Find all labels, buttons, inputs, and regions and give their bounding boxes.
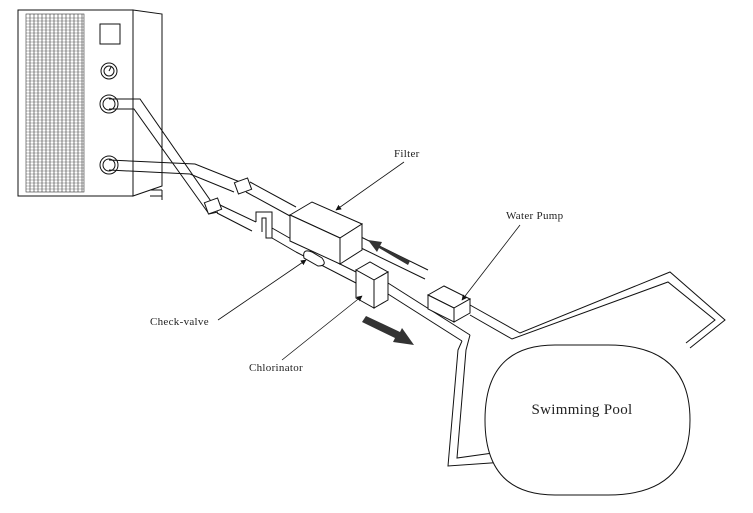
pool-pipes bbox=[447, 271, 726, 467]
heat-pump-display bbox=[99, 23, 121, 45]
water-inlet-connector bbox=[99, 155, 119, 175]
flow-arrows bbox=[362, 240, 414, 345]
swimming-pool: Swimming Pool bbox=[484, 344, 691, 496]
unit-pipes bbox=[108, 98, 253, 215]
filter bbox=[288, 201, 364, 265]
water-pump-label: Water Pump bbox=[506, 210, 564, 222]
chlorinator-callout: Chlorinator bbox=[249, 295, 363, 374]
filter-label: Filter bbox=[394, 148, 420, 160]
check-valve-callout: Check-valve bbox=[150, 259, 307, 328]
water-pump bbox=[426, 285, 472, 323]
chlorinator-label: Chlorinator bbox=[249, 362, 303, 374]
pressure-gauge-icon bbox=[100, 62, 118, 80]
check-valve-label: Check-valve bbox=[150, 316, 209, 328]
filter-callout: Filter bbox=[335, 148, 420, 211]
heat-pump-unit bbox=[17, 9, 163, 200]
flow-arrow-to-pool bbox=[362, 316, 414, 345]
water-pump-callout: Water Pump bbox=[461, 210, 564, 301]
check-valve bbox=[303, 250, 325, 267]
chlorinator bbox=[354, 261, 390, 309]
water-outlet-connector bbox=[99, 94, 119, 114]
swimming-pool-label: Swimming Pool bbox=[531, 402, 632, 418]
flow-arrow-to-filter bbox=[368, 240, 410, 265]
heat-pump-grille bbox=[25, 13, 85, 193]
